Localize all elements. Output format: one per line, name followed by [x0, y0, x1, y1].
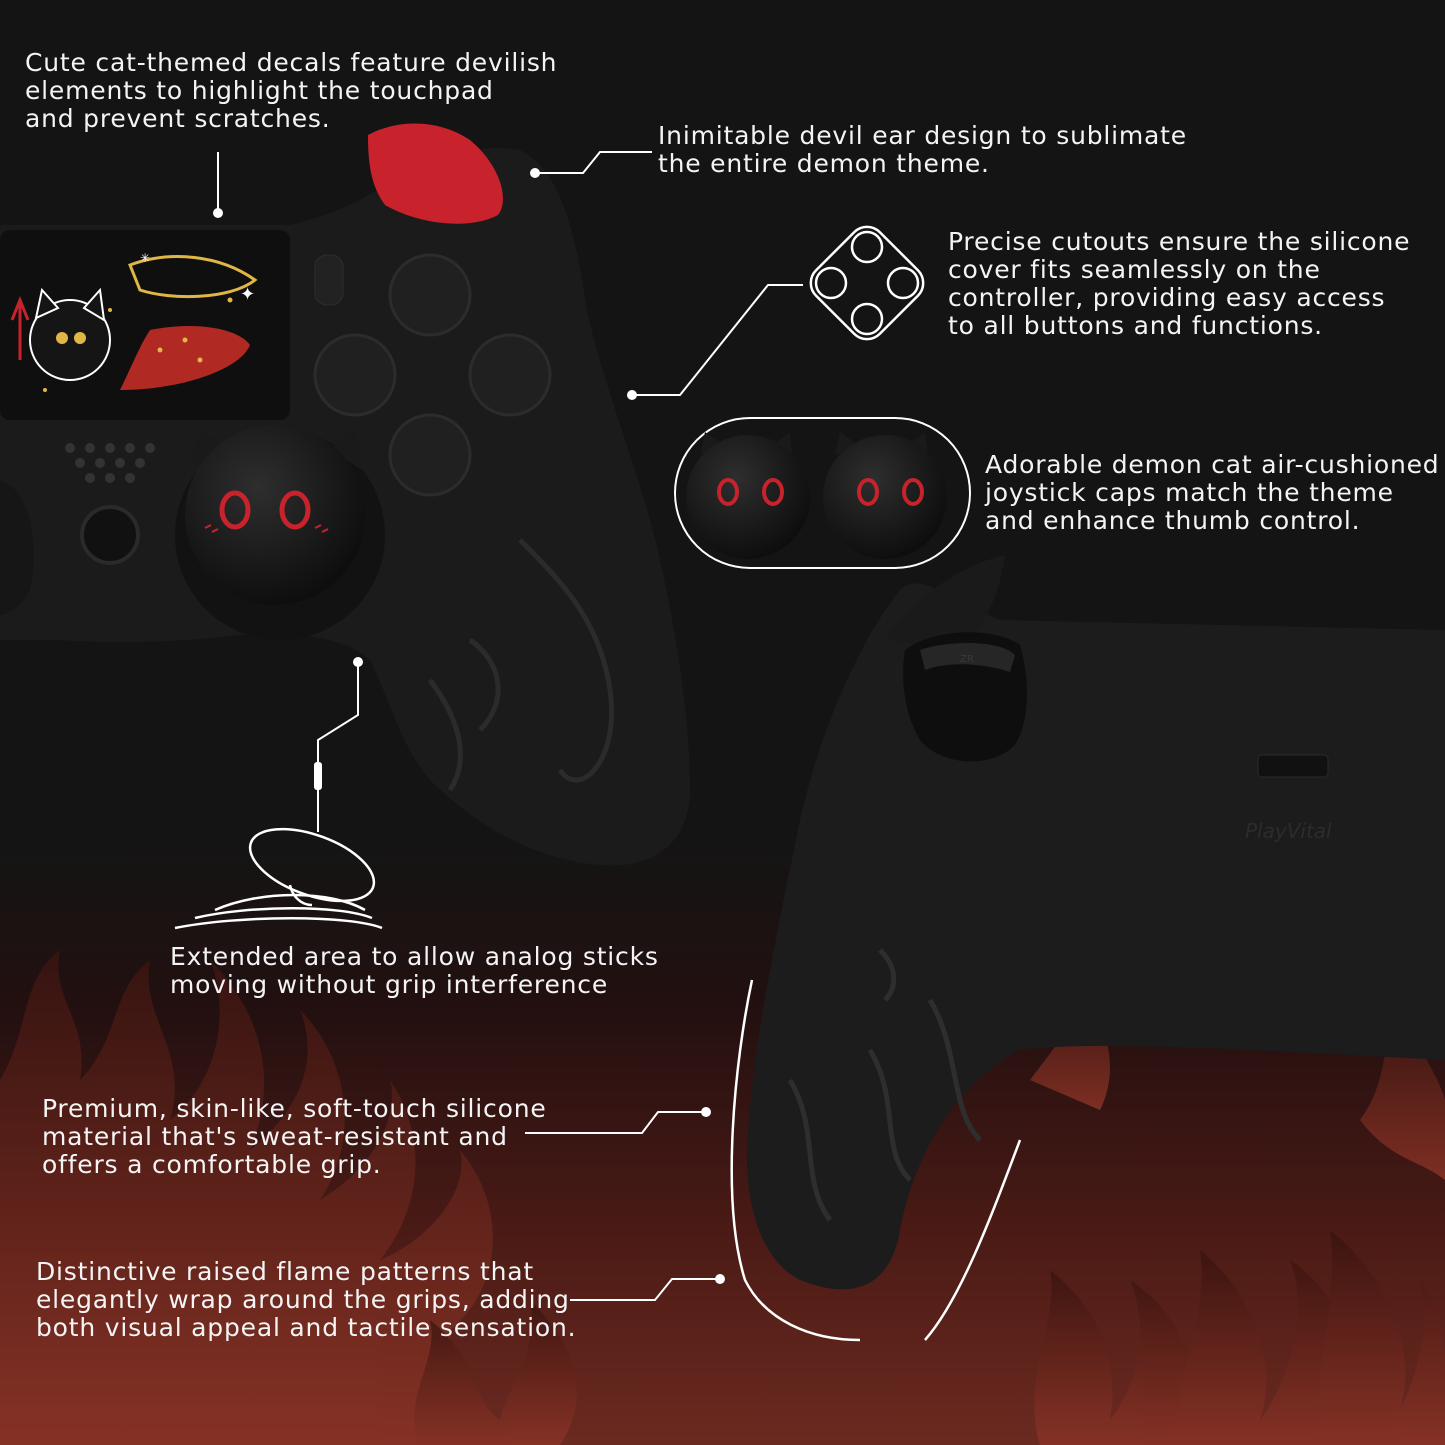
back-controller: ZR PlayVital	[746, 555, 1445, 1290]
joystick-caps-icon	[674, 417, 971, 569]
brand-logo: PlayVital	[1245, 819, 1332, 843]
flame-pattern-background	[0, 950, 1445, 1445]
svg-text:✦: ✦	[240, 284, 255, 305]
ps-button	[80, 505, 140, 565]
caption-devil-ear: Inimitable devil ear design to sublimate…	[658, 121, 1187, 178]
analog-stick-icon	[174, 827, 383, 930]
usb-port-cutout	[1257, 754, 1329, 778]
caption-silicone: Premium, skin-like, soft-touch silicone …	[42, 1094, 547, 1179]
grip-flame-relief	[427, 538, 614, 792]
devil-ear-red	[368, 123, 503, 224]
caption-cutouts: Precise cutouts ensure the silicone cove…	[948, 227, 1411, 340]
decal-cat-illustration: ✦ ✳	[10, 251, 258, 392]
back-devil-ear	[885, 555, 1005, 650]
share-button-cutout	[314, 254, 344, 306]
trigger-label: ZR	[960, 654, 974, 665]
cat-joystick-cap	[185, 425, 365, 605]
caption-decals: Cute cat-themed decals feature devilish …	[25, 48, 558, 133]
callout-dots	[213, 168, 725, 1284]
button-cutout-icon	[809, 225, 925, 341]
back-grip-flame-relief	[787, 948, 982, 1222]
caption-extended-area: Extended area to allow analog sticks mov…	[170, 942, 659, 999]
svg-text:✳: ✳	[140, 251, 150, 265]
back-controller-body	[746, 583, 1445, 1290]
front-controller: ✦ ✳	[0, 123, 690, 866]
caption-joystick-caps: Adorable demon cat air-cushioned joystic…	[985, 450, 1440, 535]
stick-line-marker	[314, 762, 322, 790]
callout-lines	[217, 151, 803, 1301]
speaker-grille	[65, 443, 155, 483]
grip-wrap-arcs	[730, 979, 1022, 1342]
face-buttons	[313, 253, 552, 497]
caption-flame: Distinctive raised flame patterns that e…	[36, 1257, 577, 1342]
